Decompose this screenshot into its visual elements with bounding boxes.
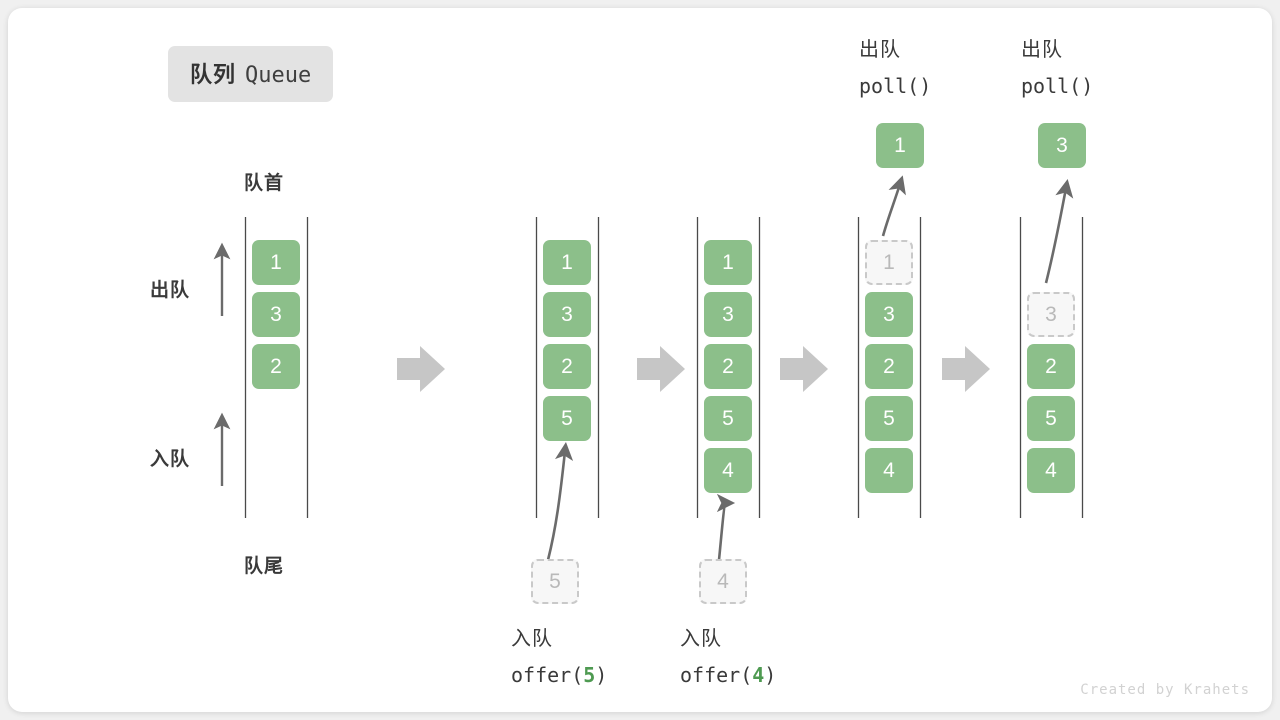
queue-item: 5 [704, 396, 752, 441]
diagram-overlay [213, 175, 1084, 561]
queue-tail-label: 队尾 [244, 556, 285, 577]
operation-cn: 入队 [680, 628, 722, 650]
operation-code-suffix: ) [1081, 74, 1094, 98]
dequeued-ghost-item: 3 [1027, 292, 1075, 337]
queue-item: 1 [704, 240, 752, 285]
operation-code: offer(5) [511, 657, 607, 693]
poll-1-motion-arrow [881, 175, 906, 237]
operation-label-poll-2: 出队 poll() [1021, 32, 1093, 104]
popped-item: 1 [876, 123, 924, 168]
operation-label-offer-1: 入队 offer(5) [511, 621, 607, 693]
operation-code-suffix: ) [595, 663, 608, 687]
operation-code-prefix: poll( [1021, 74, 1082, 98]
operation-label-offer-2: 入队 offer(4) [680, 621, 776, 693]
queue-item: 2 [865, 344, 913, 389]
queue-head-label: 队首 [244, 173, 285, 194]
enqueue-side-label: 入队 [150, 449, 191, 470]
transition-arrow [780, 346, 828, 392]
operation-code-prefix: offer( [680, 663, 753, 687]
incoming-ghost-item: 4 [699, 559, 747, 604]
transition-arrow [637, 346, 685, 392]
queue-item: 5 [543, 396, 591, 441]
queue-item: 2 [1027, 344, 1075, 389]
title-cn: 队列 [190, 62, 237, 87]
queue-item: 3 [543, 292, 591, 337]
queue-item: 3 [704, 292, 752, 337]
operation-label-poll-1: 出队 poll() [859, 32, 931, 104]
transition-arrow [942, 346, 990, 392]
operation-code: offer(4) [680, 657, 776, 693]
queue-item: 5 [1027, 396, 1075, 441]
queue-item: 2 [704, 344, 752, 389]
queue-item: 1 [252, 240, 300, 285]
incoming-ghost-item: 5 [531, 559, 579, 604]
offer-4-motion-arrow [716, 494, 736, 561]
queue-item: 3 [865, 292, 913, 337]
title-badge: 队列 Queue [168, 46, 334, 102]
queue-item: 4 [1027, 448, 1075, 493]
dequeued-ghost-item: 1 [865, 240, 913, 285]
queue-item: 3 [252, 292, 300, 337]
queue-item: 2 [543, 344, 591, 389]
poll-3-motion-arrow [1044, 179, 1074, 284]
operation-code-suffix: ) [919, 74, 932, 98]
queue-rails [244, 217, 1084, 518]
transition-arrow [397, 346, 445, 392]
dequeue-side-label: 出队 [150, 280, 191, 301]
operation-cn: 入队 [511, 628, 553, 650]
operation-code: poll() [859, 68, 931, 104]
operation-code-prefix: offer( [511, 663, 584, 687]
queue-item: 4 [865, 448, 913, 493]
queue-item: 4 [704, 448, 752, 493]
operation-code-value: 5 [583, 663, 596, 687]
queue-item: 1 [543, 240, 591, 285]
queue-item: 5 [865, 396, 913, 441]
offer-5-motion-arrow [546, 441, 574, 561]
popped-item: 3 [1038, 123, 1086, 168]
operation-code: poll() [1021, 68, 1093, 104]
operation-code-value: 4 [752, 663, 765, 687]
queue-item: 2 [252, 344, 300, 389]
operation-cn: 出队 [859, 39, 901, 61]
operation-code-suffix: ) [764, 663, 777, 687]
title-en: Queue [245, 63, 312, 88]
operation-code-prefix: poll( [859, 74, 920, 98]
footer-credit: Created by Krahets [1080, 682, 1250, 698]
operation-cn: 出队 [1021, 39, 1063, 61]
